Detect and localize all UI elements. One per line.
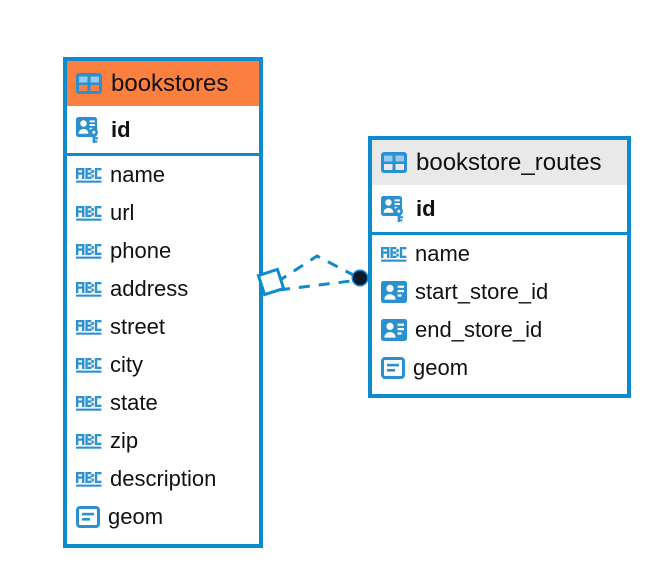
field-row-description[interactable]: description — [67, 460, 259, 498]
field-label-state: state — [110, 390, 158, 415]
table-icon — [381, 152, 407, 173]
field-label-end-store-id: end_store_id — [415, 317, 543, 342]
entity-bookstores-header[interactable]: bookstores — [67, 61, 259, 106]
entity-bookstore-routes-header[interactable]: bookstore_routes — [372, 140, 627, 185]
field-row-city[interactable]: city — [67, 346, 259, 384]
abc-text-icon — [76, 395, 102, 411]
field-label-name: name — [415, 241, 471, 266]
entity-bookstore-routes[interactable]: bookstore_routes — [368, 136, 631, 398]
abc-text-icon — [76, 281, 102, 297]
abc-text-icon — [76, 433, 102, 449]
relationship-connector[interactable] — [255, 238, 385, 320]
abc-text-icon — [76, 319, 102, 335]
field-label-city: city — [110, 352, 143, 377]
field-row-phone[interactable]: phone — [67, 232, 259, 270]
foreign-key-icon — [381, 319, 407, 341]
field-row-state[interactable]: state — [67, 384, 259, 422]
abc-text-icon — [76, 471, 102, 487]
field-label-geom: geom — [413, 355, 469, 380]
field-row-geom[interactable]: geom — [372, 349, 627, 387]
field-label-address: address — [110, 276, 189, 301]
field-row-id[interactable]: id — [372, 185, 627, 235]
field-row-start-store-id[interactable]: start_store_id — [372, 273, 627, 311]
abc-text-icon — [76, 243, 102, 259]
field-label-description: description — [110, 466, 217, 491]
table-icon — [76, 73, 102, 94]
abc-text-icon — [76, 167, 102, 183]
primary-key-icon — [381, 195, 408, 222]
relationship-line-lower — [278, 278, 360, 292]
geometry-icon — [381, 357, 405, 379]
field-row-address[interactable]: address — [67, 270, 259, 308]
relationship-line-upper — [276, 254, 360, 284]
entity-bookstore-routes-fields: id — [372, 185, 627, 387]
field-row-street[interactable]: street — [67, 308, 259, 346]
relationship-target-dot — [351, 269, 369, 287]
field-row-geom[interactable]: geom — [67, 498, 259, 536]
foreign-key-icon — [381, 281, 407, 303]
field-label-start-store-id: start_store_id — [415, 279, 549, 304]
field-row-name[interactable]: name — [67, 156, 259, 194]
entity-bookstores-title: bookstores — [111, 69, 229, 97]
field-row-zip[interactable]: zip — [67, 422, 259, 460]
field-label-name: name — [110, 162, 166, 187]
primary-key-icon — [76, 116, 103, 143]
field-label-zip: zip — [110, 428, 139, 453]
field-row-end-store-id[interactable]: end_store_id — [372, 311, 627, 349]
entity-bookstores[interactable]: bookstores — [63, 57, 263, 548]
field-label-street: street — [110, 314, 166, 339]
field-row-name[interactable]: name — [372, 235, 627, 273]
field-label-phone: phone — [110, 238, 172, 263]
abc-text-icon — [381, 246, 407, 262]
entity-bookstores-fields: id — [67, 106, 259, 536]
field-label-url: url — [110, 200, 135, 225]
field-row-id[interactable]: id — [67, 106, 259, 156]
geometry-icon — [76, 506, 100, 528]
field-label-id: id — [416, 195, 436, 221]
field-row-url[interactable]: url — [67, 194, 259, 232]
entity-bookstore-routes-title: bookstore_routes — [416, 148, 602, 176]
abc-text-icon — [76, 357, 102, 373]
field-label-id: id — [111, 116, 131, 142]
field-label-geom: geom — [108, 504, 164, 529]
abc-text-icon — [76, 205, 102, 221]
